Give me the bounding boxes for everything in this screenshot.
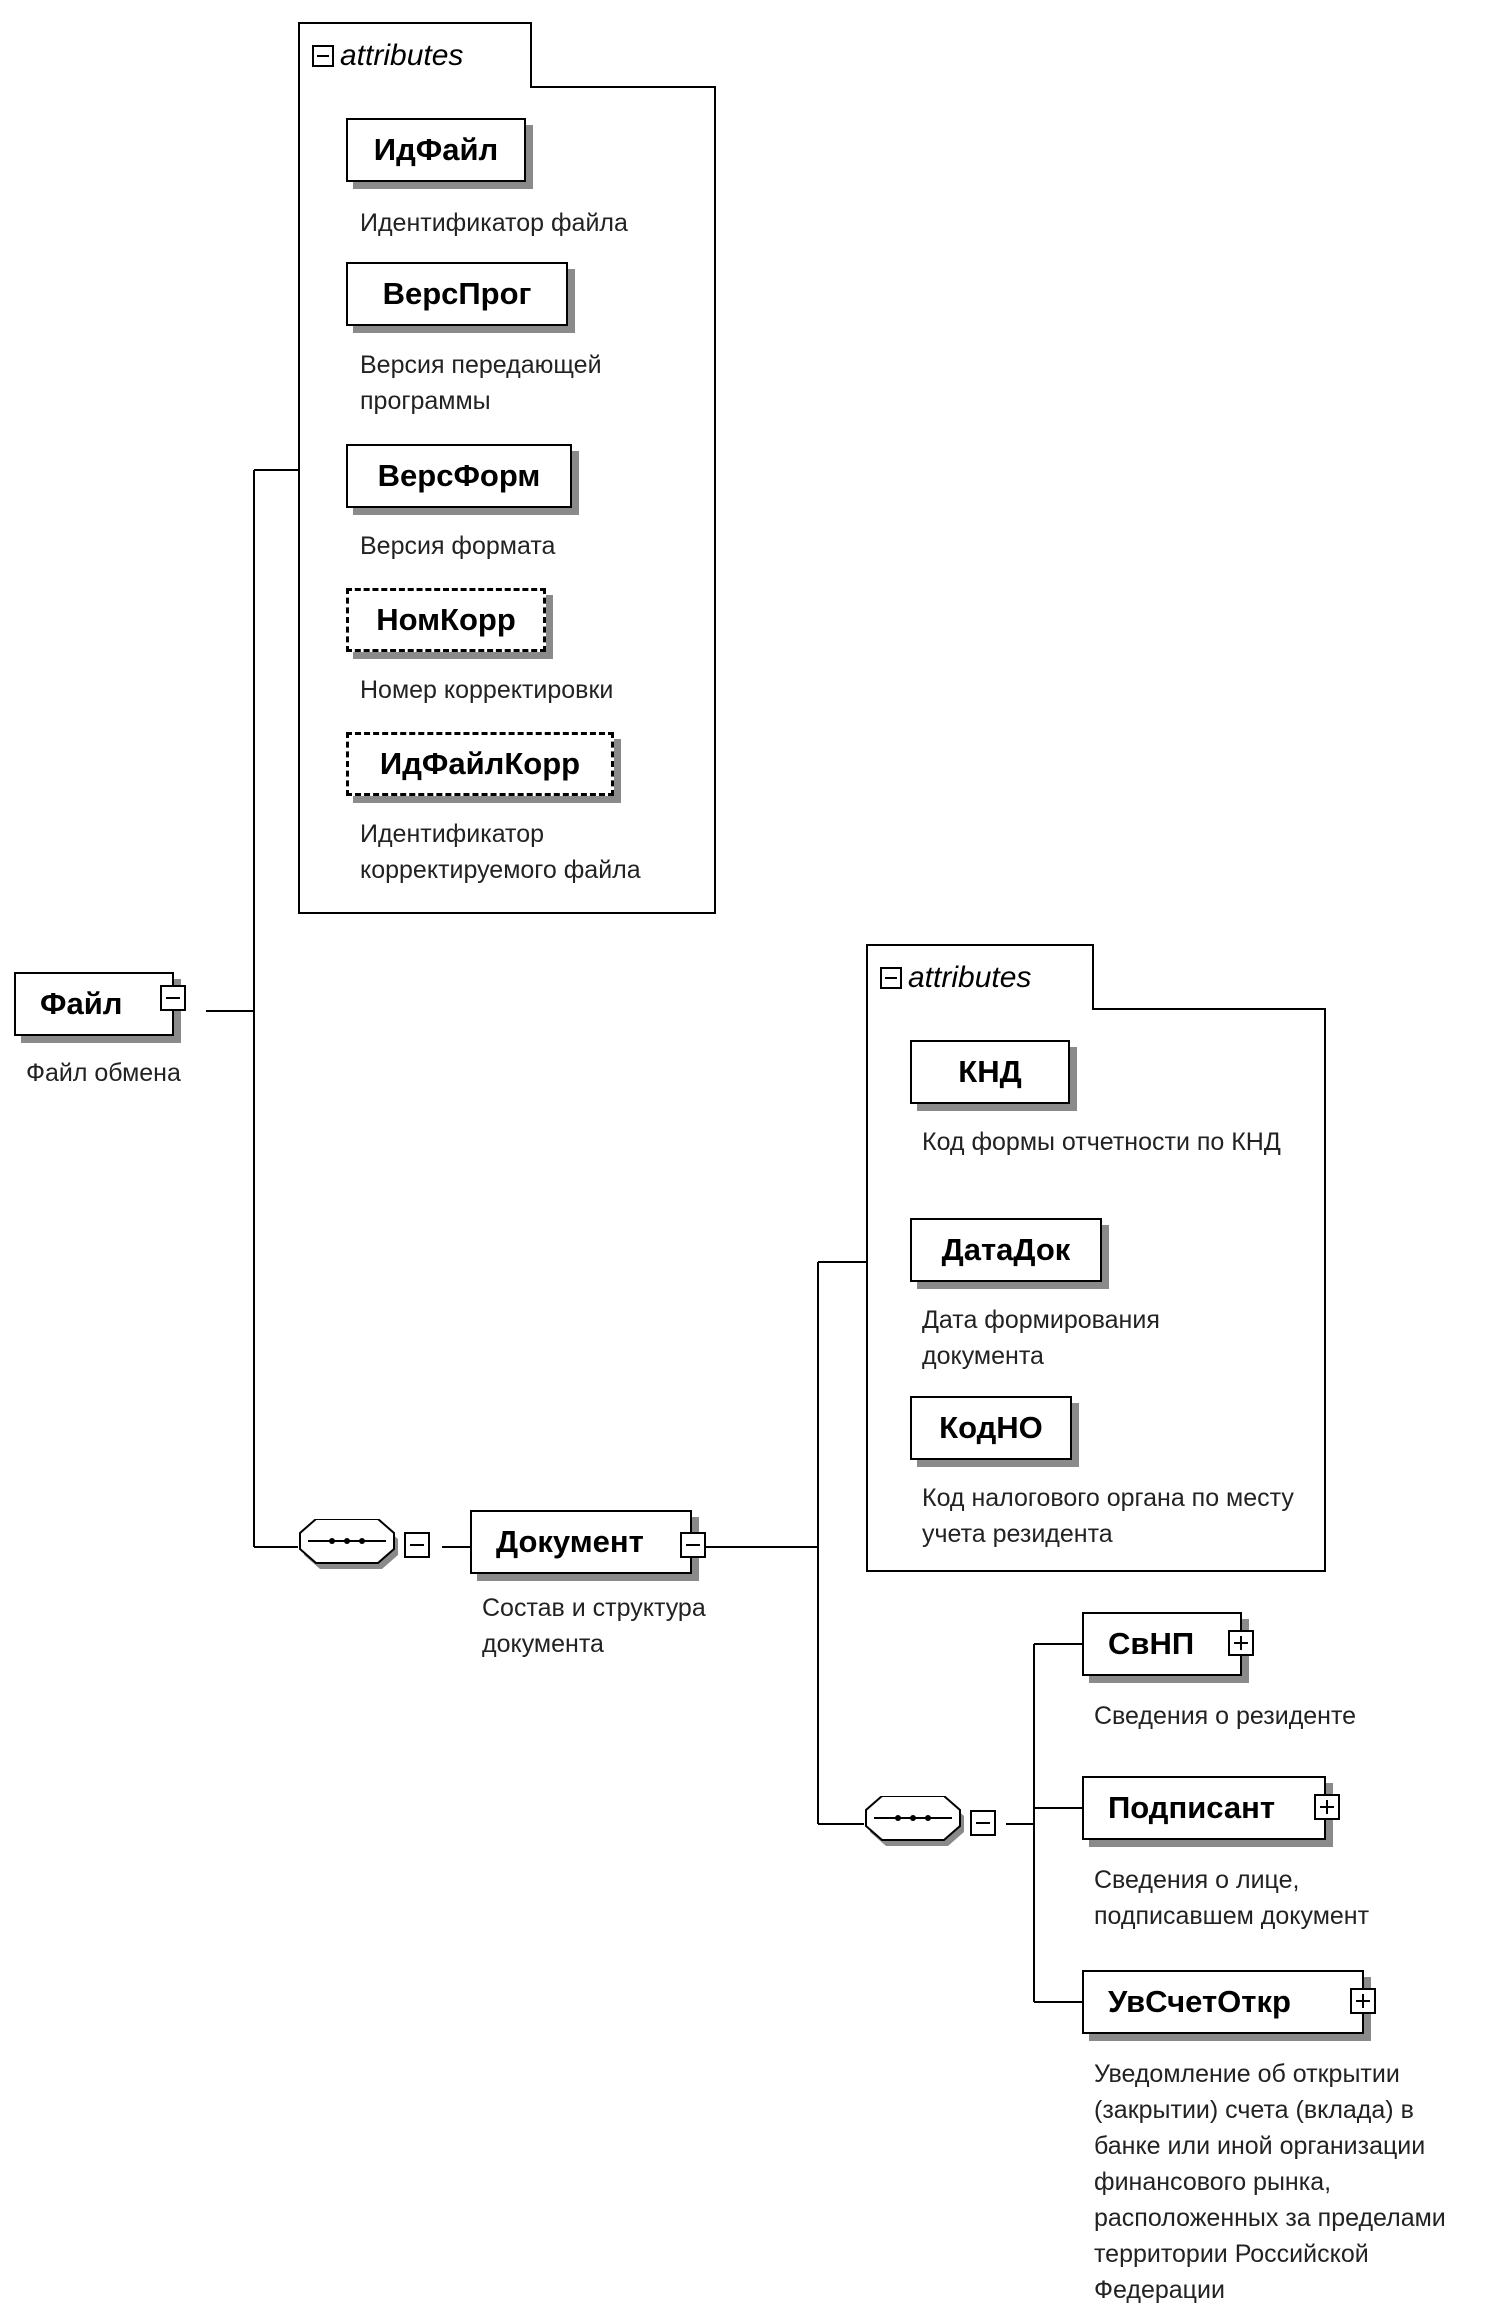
- attribute-description: Номер корректировки: [360, 676, 614, 704]
- sequence-compositor-icon: [299, 1519, 398, 1569]
- attribute-kodno[interactable]: КодНО: [910, 1396, 1072, 1460]
- attribute-description: Версия передающей программы: [360, 351, 602, 415]
- collapse-icon[interactable]: [160, 985, 186, 1011]
- root-attributes-tab[interactable]: attributes: [298, 22, 532, 88]
- attribute-knd[interactable]: КНД: [910, 1040, 1070, 1104]
- expand-icon[interactable]: [1228, 1630, 1254, 1656]
- attribute-description: Идентификатор файла: [360, 209, 628, 237]
- document-element[interactable]: Документ: [470, 1510, 692, 1574]
- child-description: Уведомление об открытии (закрытии) счета…: [1094, 2060, 1446, 2304]
- attribute-description: Дата формирования документа: [922, 1306, 1160, 1370]
- sequence-compositor-icon: [865, 1796, 964, 1846]
- collapse-icon[interactable]: [312, 45, 334, 67]
- expand-icon[interactable]: [1314, 1794, 1340, 1820]
- attribute-idfile[interactable]: ИдФайл: [346, 118, 526, 182]
- document-description: Состав и структура документа: [482, 1594, 706, 1658]
- collapse-icon[interactable]: [970, 1810, 996, 1836]
- attribute-datadok[interactable]: ДатаДок: [910, 1218, 1102, 1282]
- collapse-icon[interactable]: [880, 967, 902, 989]
- attribute-description: Код формы отчетности по КНД: [922, 1128, 1281, 1156]
- document-attributes-tab[interactable]: attributes: [866, 944, 1094, 1010]
- attribute-idfilekorr[interactable]: ИдФайлКорр: [346, 732, 614, 796]
- child-element-podpisant[interactable]: Подписант: [1082, 1776, 1326, 1840]
- attribute-description: Версия формата: [360, 532, 556, 560]
- root-description: Файл обмена: [26, 1059, 181, 1087]
- attribute-description: Код налогового органа по месту учета рез…: [922, 1484, 1294, 1548]
- root-element-file[interactable]: Файл: [14, 972, 174, 1036]
- attribute-nomkorr[interactable]: НомКорр: [346, 588, 546, 652]
- child-element-svnp[interactable]: СвНП: [1082, 1612, 1242, 1676]
- attributes-tab-label: attributes: [908, 961, 1032, 994]
- attribute-versform[interactable]: ВерсФорм: [346, 444, 572, 508]
- collapse-icon[interactable]: [404, 1532, 430, 1558]
- child-element-uvschetotkr[interactable]: УвСчетОткр: [1082, 1970, 1364, 2034]
- child-description: Сведения о лице, подписавшем документ: [1094, 1866, 1370, 1930]
- child-description: Сведения о резиденте: [1094, 1702, 1357, 1730]
- expand-icon[interactable]: [1350, 1988, 1376, 2014]
- attribute-description: Идентификатор корректируемого файла: [360, 820, 641, 884]
- collapse-icon[interactable]: [680, 1532, 706, 1558]
- attribute-versprog[interactable]: ВерсПрог: [346, 262, 568, 326]
- attributes-tab-label: attributes: [340, 39, 464, 72]
